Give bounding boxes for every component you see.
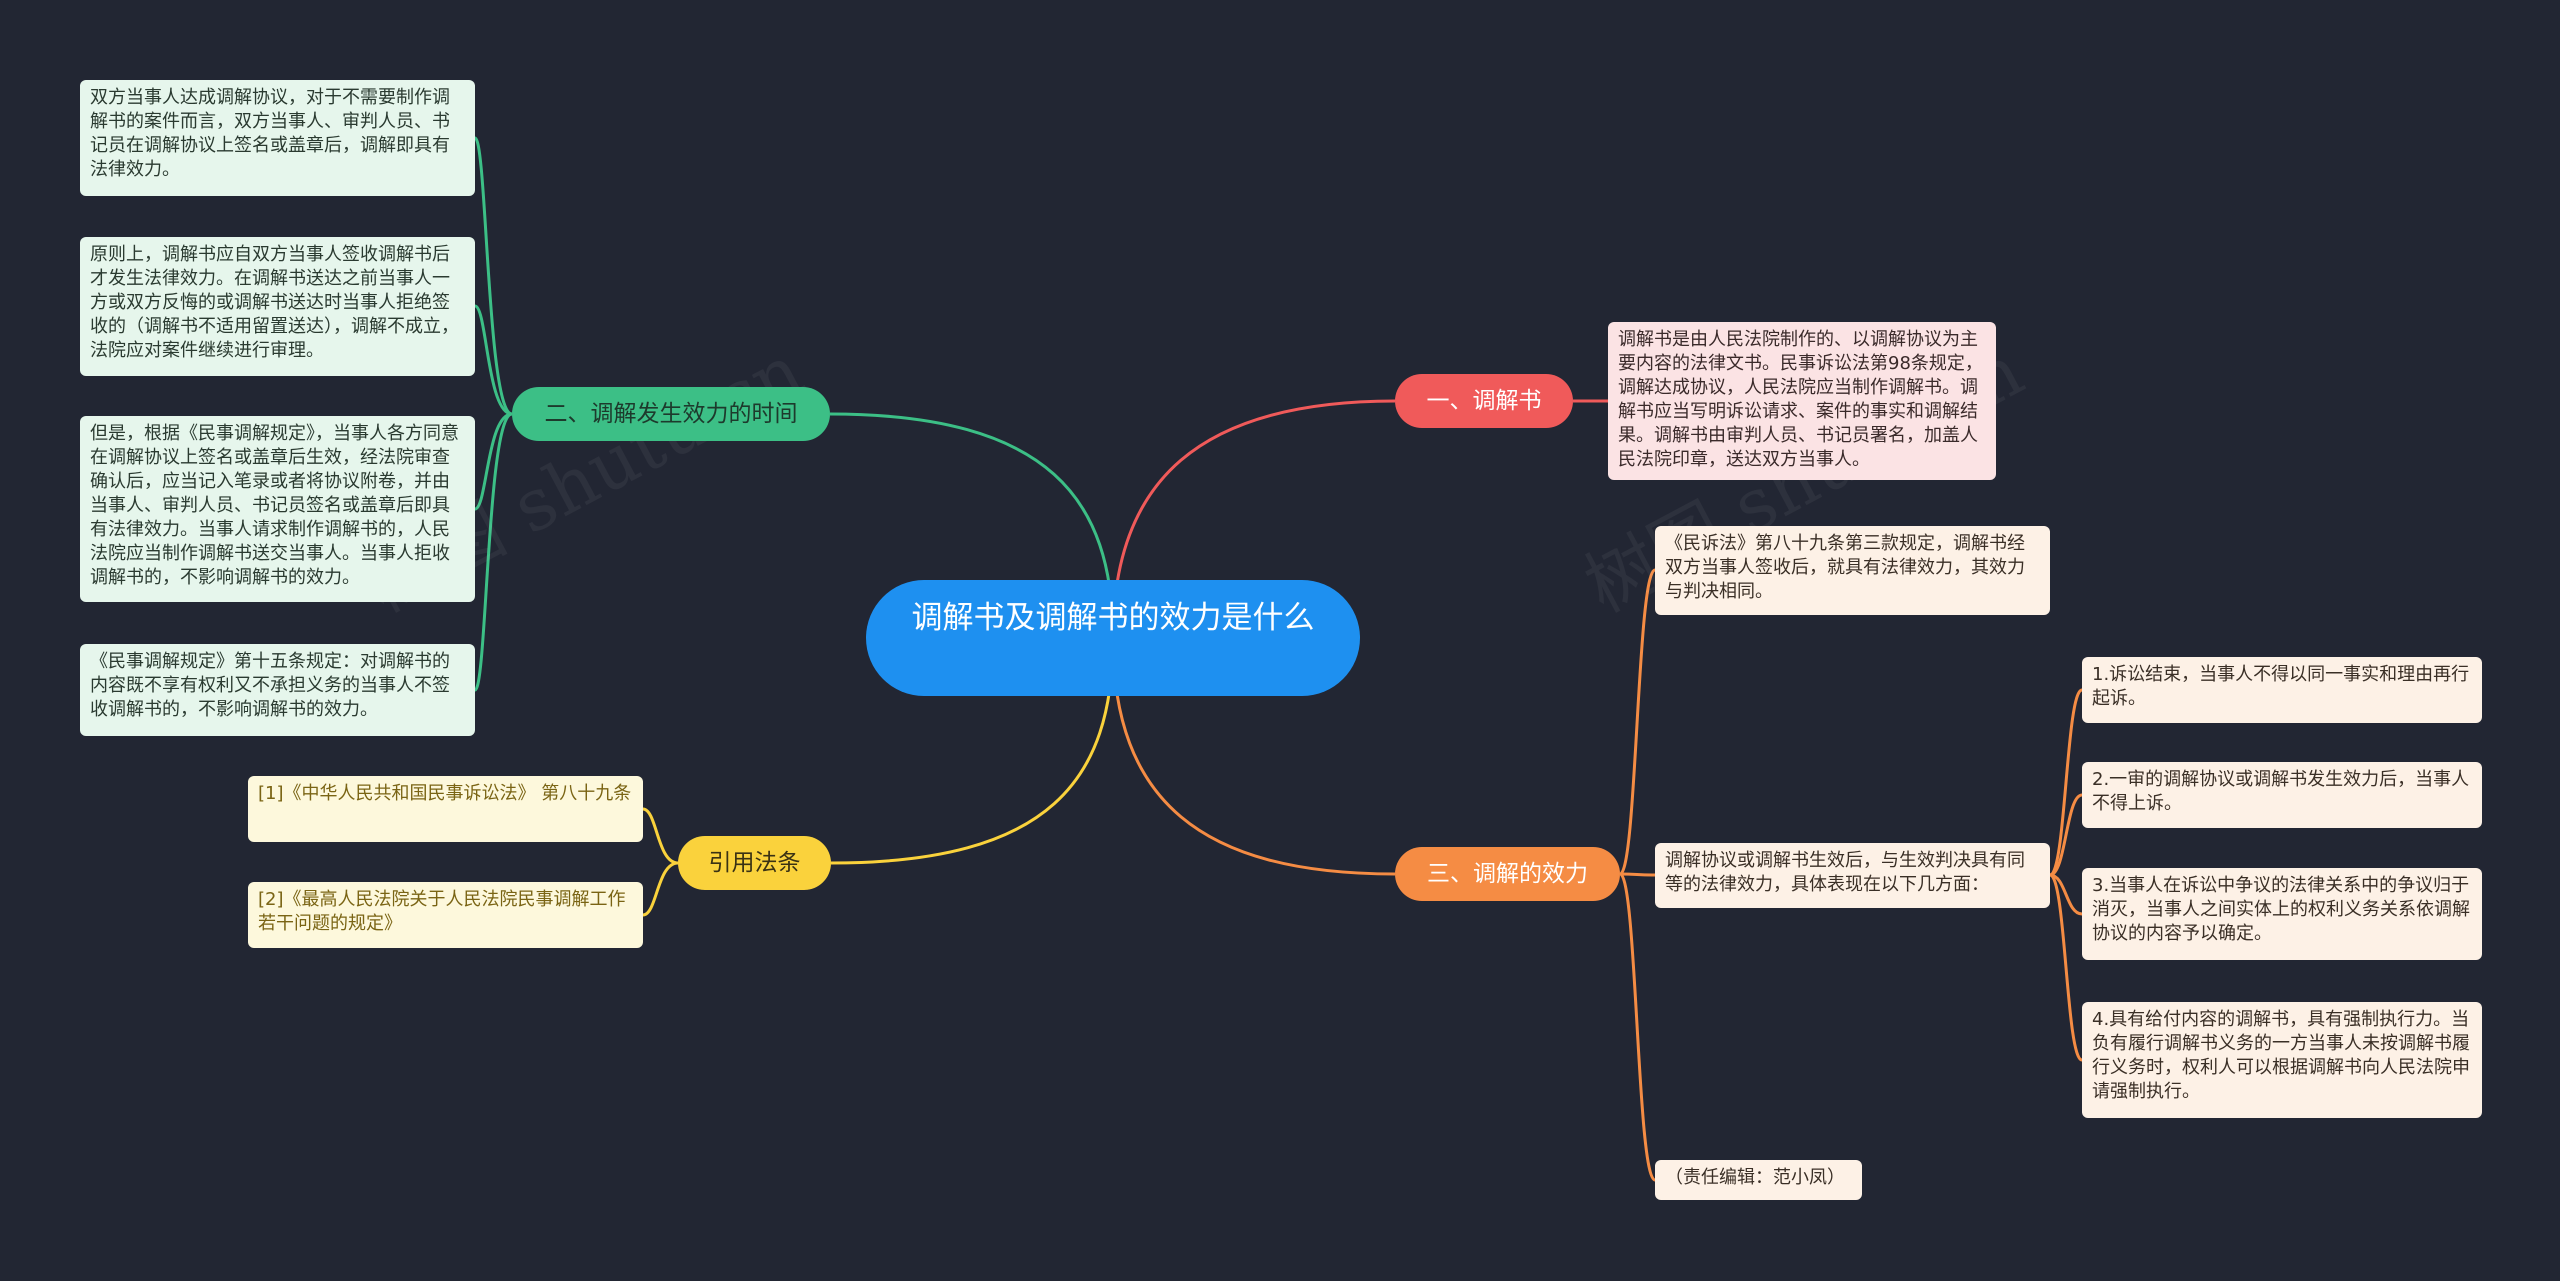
branch-mediation-document[interactable]: 一、调解书 (1395, 374, 1573, 428)
leaf-effect-point-2[interactable]: 2.一审的调解协议或调解书发生效力后，当事人不得上诉。 (2082, 762, 2482, 828)
root-topic[interactable]: 调解书及调解书的效力是什么 (866, 580, 1360, 696)
link-b3-o2 (1619, 872, 1656, 877)
link-root-b3 (1111, 637, 1396, 876)
leaf-effect-time-3[interactable]: 但是，根据《民事调解规定》，当事人各方同意在调解协议上签名或盖章后生效，经法院审… (80, 416, 475, 602)
leaf-civil-procedure-article[interactable]: 《民诉法》第八十九条第三款规定，调解书经双方当事人签收后，就具有法律效力，其效力… (1655, 526, 2050, 615)
leaf-effect-point-3[interactable]: 3.当事人在诉讼中争议的法律关系中的争议归于消灭，当事人之间实体上的权利义务关系… (2082, 868, 2482, 960)
link-o2-p2 (2049, 793, 2083, 877)
branch-cited-laws[interactable]: 引用法条 (678, 836, 831, 890)
link-b2-g4 (473, 412, 513, 692)
link-b3-o1 (1618, 568, 1657, 876)
leaf-effect-time-2[interactable]: 原则上，调解书应自双方当事人签收调解书后才发生法律效力。在调解书送达之前当事人一… (80, 237, 475, 376)
leaf-mediation-definition[interactable]: 调解书是由人民法院制作的、以调解协议为主要内容的法律文书。民事诉讼法第98条规定… (1608, 322, 1996, 480)
leaf-effect-point-1[interactable]: 1.诉讼结束，当事人不得以同一事实和理由再行起诉。 (2082, 657, 2482, 723)
link-root-b1 (1111, 399, 1396, 639)
link-b2-g3 (474, 412, 513, 511)
leaf-citation-1[interactable]: [1]《中华人民共和国民事诉讼法》 第八十九条 (248, 776, 643, 842)
link-o2-p4 (2048, 873, 2084, 1062)
leaf-effect-time-1[interactable]: 双方当事人达成调解协议，对于不需要制作调解书的案件而言，双方当事人、审判人员、书… (80, 80, 475, 196)
link-b2-g2 (474, 304, 513, 416)
branch-mediation-effect[interactable]: 三、调解的效力 (1395, 847, 1620, 901)
branch-effective-time[interactable]: 二、调解发生效力的时间 (512, 387, 830, 441)
leaf-effect-summary[interactable]: 调解协议或调解书生效后，与生效判决具有同等的法律效力，具体表现在以下几方面： (1655, 843, 2050, 908)
leaf-effect-time-4[interactable]: 《民事调解规定》第十五条规定：对调解书的内容既不享有权利又不承担义务的当事人不签… (80, 644, 475, 736)
link-o2-p3 (2049, 873, 2083, 916)
link-b4-y2 (642, 861, 679, 917)
leaf-editor[interactable]: （责任编辑：范小凤） (1655, 1160, 1862, 1200)
link-o2-p1 (2048, 688, 2084, 877)
leaf-citation-2[interactable]: [2]《最高人民法院关于人民法院民事调解工作若干问题的规定》 (248, 882, 643, 948)
link-b4-y1 (642, 807, 679, 865)
link-b3-o3 (1618, 872, 1657, 1182)
leaf-effect-point-4[interactable]: 4.具有给付内容的调解书，具有强制执行力。当负有履行调解书义务的一方当事人未按调… (2082, 1002, 2482, 1118)
link-b2-g1 (473, 136, 513, 416)
